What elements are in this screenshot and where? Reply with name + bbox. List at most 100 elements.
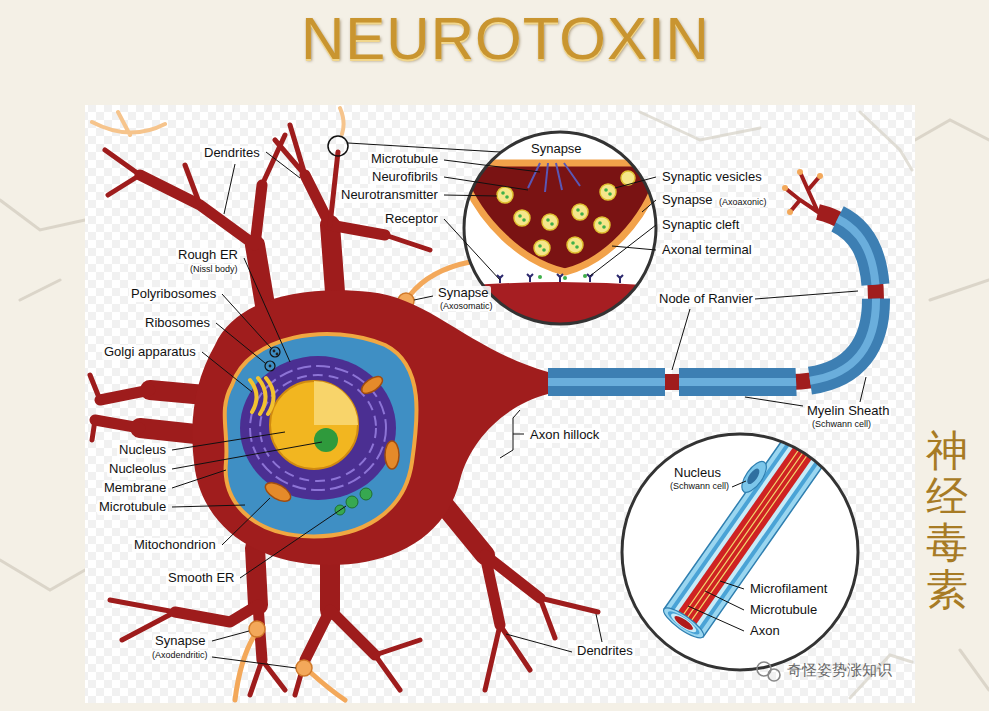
smooth-er xyxy=(360,488,372,500)
leader-line xyxy=(224,152,300,214)
wechat-icon xyxy=(768,669,780,681)
nucleus xyxy=(314,381,358,425)
synapse-inset xyxy=(567,237,583,253)
part-label: Node of Ranvier xyxy=(657,292,755,307)
synapse-inset xyxy=(462,163,660,272)
synapse-inset xyxy=(576,208,580,212)
leader-line xyxy=(212,631,296,668)
part-label: Polyribosomes xyxy=(129,287,218,302)
part-label: Neurotransmitter xyxy=(339,188,440,203)
afferent-axon xyxy=(92,108,344,135)
part-label: Rough ER xyxy=(176,248,240,263)
nucleus xyxy=(270,381,358,469)
synapse-inset xyxy=(598,221,602,225)
synapse-inset xyxy=(534,240,550,256)
synapse-inset xyxy=(542,214,558,230)
ribosome xyxy=(269,365,272,368)
myelin-inset xyxy=(737,458,771,497)
part-label: Axon xyxy=(748,624,782,639)
myelin-inset xyxy=(669,611,699,636)
leader-line xyxy=(172,143,866,668)
golgi-apparatus xyxy=(250,378,274,414)
zoom-marker xyxy=(328,136,348,156)
part-label: Synapse xyxy=(660,193,715,208)
part-label: Mitochondrion xyxy=(132,538,218,553)
synapse-inset xyxy=(497,187,513,203)
synapse-inset xyxy=(600,184,616,200)
synapse-knob xyxy=(797,169,803,175)
part-label: Synapse xyxy=(436,286,491,301)
synapse-inset xyxy=(440,163,680,340)
synapse-knob xyxy=(249,621,265,637)
inset-circle xyxy=(464,132,656,324)
cytoplasm xyxy=(225,334,417,536)
wechat-icon xyxy=(757,662,780,681)
leader-line xyxy=(500,410,524,458)
synapse-inset xyxy=(575,245,579,249)
sub-label: (Axosomatic) xyxy=(438,301,495,311)
part-label: Microfilament xyxy=(748,582,829,597)
synapse-inset xyxy=(608,192,612,196)
synapse-inset xyxy=(514,210,530,226)
synapse-inset xyxy=(497,274,623,283)
rough-er xyxy=(250,366,386,490)
sub-label: (Schwann cell) xyxy=(810,419,873,429)
leader-line xyxy=(202,258,290,392)
part-label: Golgi apparatus xyxy=(102,345,198,360)
synapse-inset xyxy=(505,195,509,199)
part-label: Neurofibrils xyxy=(370,170,440,185)
leader-line xyxy=(745,377,866,406)
part-label: Receptor xyxy=(383,212,440,227)
myelin-inset xyxy=(652,333,893,642)
sub-label: (Axoaxonic) xyxy=(717,197,769,207)
synapse-inset xyxy=(542,248,546,252)
part-label: Microtubule xyxy=(369,152,440,167)
panel xyxy=(85,105,915,703)
synapse-inset xyxy=(501,188,612,280)
synapse-inset xyxy=(497,171,635,256)
watermark: 奇怪姿势涨知识 xyxy=(785,661,894,678)
leader-line xyxy=(222,498,346,578)
part-label: Axonal terminal xyxy=(660,243,754,258)
ribosome xyxy=(273,350,276,353)
myelin-inset xyxy=(665,608,702,638)
mitochondrion xyxy=(262,373,399,505)
synapse-knob xyxy=(787,209,793,215)
faint-neurons xyxy=(640,112,912,698)
sub-label: (Nissl body) xyxy=(188,264,240,274)
synapse-inset xyxy=(572,204,588,220)
leader-line xyxy=(590,177,656,276)
synapse-inset xyxy=(580,212,584,216)
part-label: Smooth ER xyxy=(166,571,236,586)
part-label: Myelin Sheath xyxy=(805,404,891,419)
part-label: Synaptic vesicles xyxy=(660,170,764,185)
inset-circle xyxy=(622,434,858,670)
ribosome xyxy=(270,347,280,357)
part-label: Synapse xyxy=(153,634,208,649)
part-label: Synaptic cleft xyxy=(660,218,741,233)
synapse-inset xyxy=(602,225,606,229)
part-label: Nucleus xyxy=(117,443,168,458)
myelin-inset xyxy=(668,342,888,634)
synapse-inset xyxy=(550,222,554,226)
ribosome xyxy=(276,353,279,356)
part-label: Dendrites xyxy=(202,146,262,161)
dendrite xyxy=(90,125,598,695)
leader-line xyxy=(172,432,322,507)
smooth-er xyxy=(335,488,372,515)
mitochondrion xyxy=(359,373,386,397)
synapse-knob xyxy=(782,185,788,191)
rough-er xyxy=(240,356,396,500)
synapse-inset xyxy=(518,214,522,218)
smooth-er xyxy=(346,496,358,508)
synapse-inset xyxy=(522,218,526,222)
rough-er xyxy=(260,375,376,481)
leader-line xyxy=(444,160,540,280)
synapse-inset xyxy=(563,276,567,280)
part-label: Nucleus xyxy=(672,466,723,481)
synapse-knob xyxy=(296,660,312,676)
leader-line xyxy=(732,481,746,487)
synapse-inset xyxy=(594,217,610,233)
synapse-inset xyxy=(546,218,550,222)
